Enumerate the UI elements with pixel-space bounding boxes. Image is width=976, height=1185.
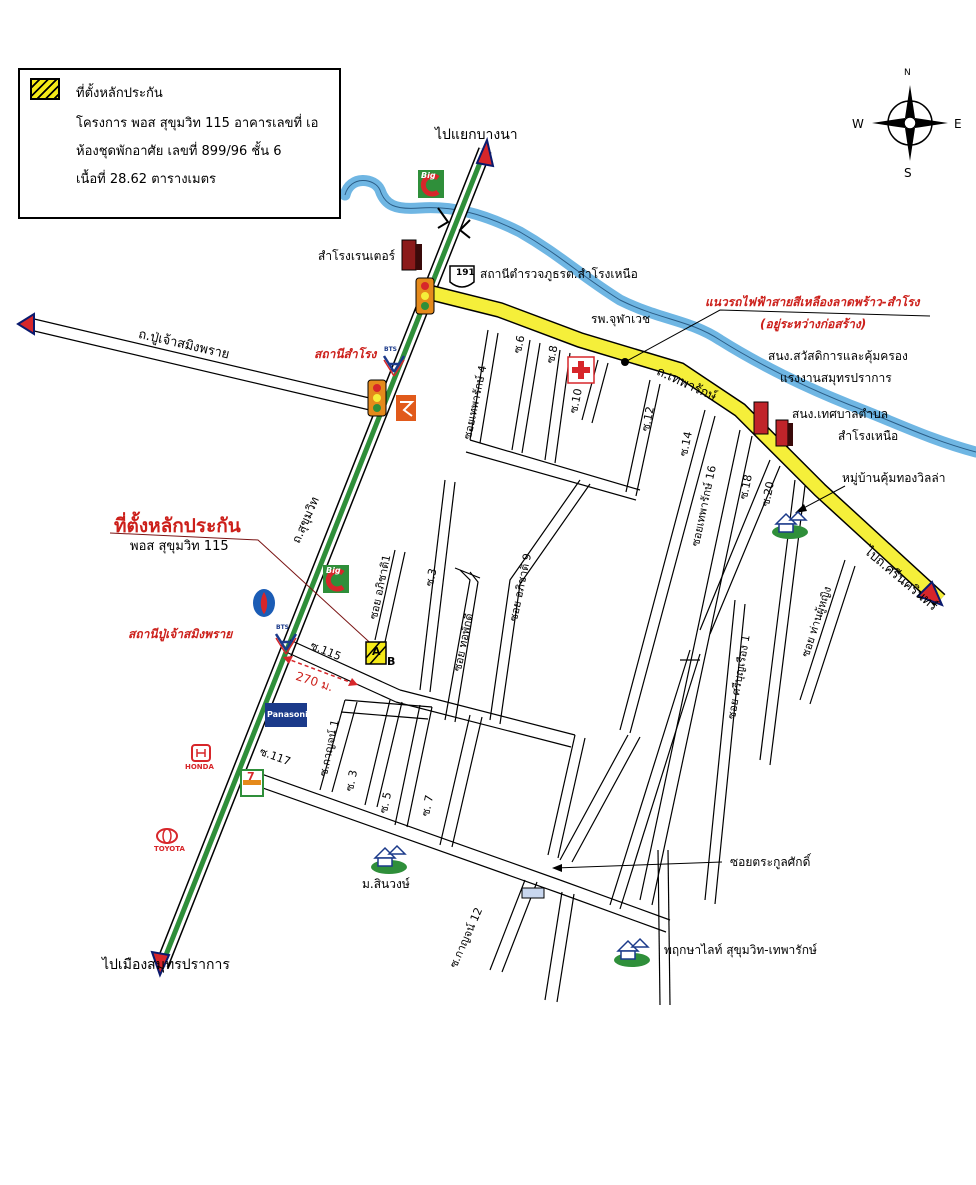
toyota-logo-icon xyxy=(156,828,178,844)
hospital-icon xyxy=(567,356,595,384)
municipal-office-label-2: สำโรงเหนือ xyxy=(838,429,899,443)
seven-eleven-logo-icon xyxy=(240,769,264,797)
legend-line-3: เนื้อที่ 28.62 ตารางเมตร xyxy=(76,172,216,187)
toyota-label: TOYOTA xyxy=(154,845,185,853)
big-c-logo-icon xyxy=(418,170,444,198)
hospital-label: รพ.จุฬาเวช xyxy=(591,312,651,326)
welfare-office-label-1: สนง.สวัสดิการและคุ้มครอง xyxy=(768,349,908,363)
bts-logo-icon xyxy=(382,355,406,377)
soi-3-label: ซ.3 xyxy=(423,567,440,588)
compass-rose-icon xyxy=(872,85,948,161)
bts-pu-chao-label: สถานีปู่เจ้าสมิงพราย xyxy=(128,627,233,641)
village-house-icon xyxy=(772,510,808,539)
compass-north-label: N xyxy=(904,68,911,78)
honda-label: HONDA xyxy=(185,763,214,771)
distance-arrow xyxy=(283,656,358,686)
municipal-office-label-1: สนง.เทศบาลตำบล xyxy=(792,407,889,421)
collateral-title: ที่ตั้งหลักประกัน xyxy=(114,515,241,537)
village-kumthong-label: หมู่บ้านคุ้มทองวิลล่า xyxy=(842,471,946,485)
ptt-logo-icon xyxy=(253,589,275,617)
compass-east-label: E xyxy=(954,117,962,131)
trakul-arrow xyxy=(552,861,723,872)
trakul-label: ซอยตระกูลศักดิ์ xyxy=(730,855,811,869)
shop-sign xyxy=(521,887,545,899)
compass-south-label: S xyxy=(904,166,912,180)
pu-chao-road xyxy=(16,312,379,413)
sukhumvit-road xyxy=(150,136,495,978)
yellow-line-note: (อยู่ระหว่างก่อสร้าง) xyxy=(760,317,867,331)
collateral-marker-icon xyxy=(365,641,387,665)
traffic-light-icon xyxy=(367,379,387,417)
seven-eleven-label: 7 xyxy=(247,770,255,783)
village-house-icon xyxy=(614,937,650,967)
panasonic-sign xyxy=(265,703,307,727)
welfare-office-label-2: แรงงานสมุทรปราการ xyxy=(780,371,892,385)
legend-box: ที่ตั้งหลักประกัน โครงการ พอส สุขุมวิท 1… xyxy=(18,68,341,219)
collateral-leader xyxy=(109,532,379,651)
theparak-road xyxy=(426,284,946,607)
local-roads xyxy=(245,329,856,1006)
mall-logo-icon xyxy=(396,395,416,421)
panasonic-label: Panasonic xyxy=(267,710,313,719)
marker-b-label: B xyxy=(387,655,396,668)
police-station-label: สถานีตำรวจภูธรต.สำโรงเหนือ xyxy=(480,267,638,281)
samrong-center-label: สำโรงเรนเตอร์ xyxy=(318,249,396,263)
legend-line-1: โครงการ พอส สุขุมวิท 115 อาคารเลขที่ เอ xyxy=(76,116,319,131)
mo-sinwong-label: ม.สินวงษ์ xyxy=(362,877,410,891)
to-bangna-label: ไปแยกบางนา xyxy=(435,127,518,143)
pruksa-label: พฤกษาไลท์ สุขุมวิท-เทพารักษ์ xyxy=(664,943,817,957)
highway-number-label: 191 xyxy=(456,268,475,278)
bridge-marks xyxy=(437,207,471,239)
yellow-line-label: แนวรถไฟฟ้าสายสีเหลืองลาดพร้าว-สำโรง xyxy=(705,295,920,309)
marker-a-label: A xyxy=(372,645,381,658)
big-c-label-bottom: Big xyxy=(326,566,341,575)
collateral-swatch-icon xyxy=(30,78,60,100)
yellow-line-leader xyxy=(621,309,931,366)
bts-label-samrong: BTS xyxy=(384,346,397,353)
building-icon xyxy=(401,239,422,271)
compass-west-label: W xyxy=(852,117,864,131)
honda-logo-icon xyxy=(191,744,211,762)
to-samutprakan-label: ไปเมืองสมุทรปราการ xyxy=(102,957,230,973)
building-icon xyxy=(753,401,793,447)
village-house-icon xyxy=(371,844,407,874)
legend-title: ที่ตั้งหลักประกัน xyxy=(76,86,163,101)
traffic-light-icon xyxy=(415,277,435,315)
collateral-subtitle: พอส สุขุมวิท 115 xyxy=(130,539,229,554)
bts-label-pu: BTS xyxy=(276,624,289,631)
soi-6-label: ซ.6 xyxy=(511,334,528,355)
soi-8-label: ซ.8 xyxy=(544,344,561,365)
highway-shield-icon xyxy=(449,265,475,288)
big-c-logo-icon xyxy=(323,565,349,593)
village-arrow xyxy=(795,485,846,513)
bts-logo-icon xyxy=(274,633,298,655)
bts-samrong-label: สถานีสำโรง xyxy=(314,347,377,361)
big-c-label-top: Big xyxy=(421,171,436,180)
legend-line-2: ห้องชุดพักอาศัย เลขที่ 899/96 ชั้น 6 xyxy=(76,144,282,159)
